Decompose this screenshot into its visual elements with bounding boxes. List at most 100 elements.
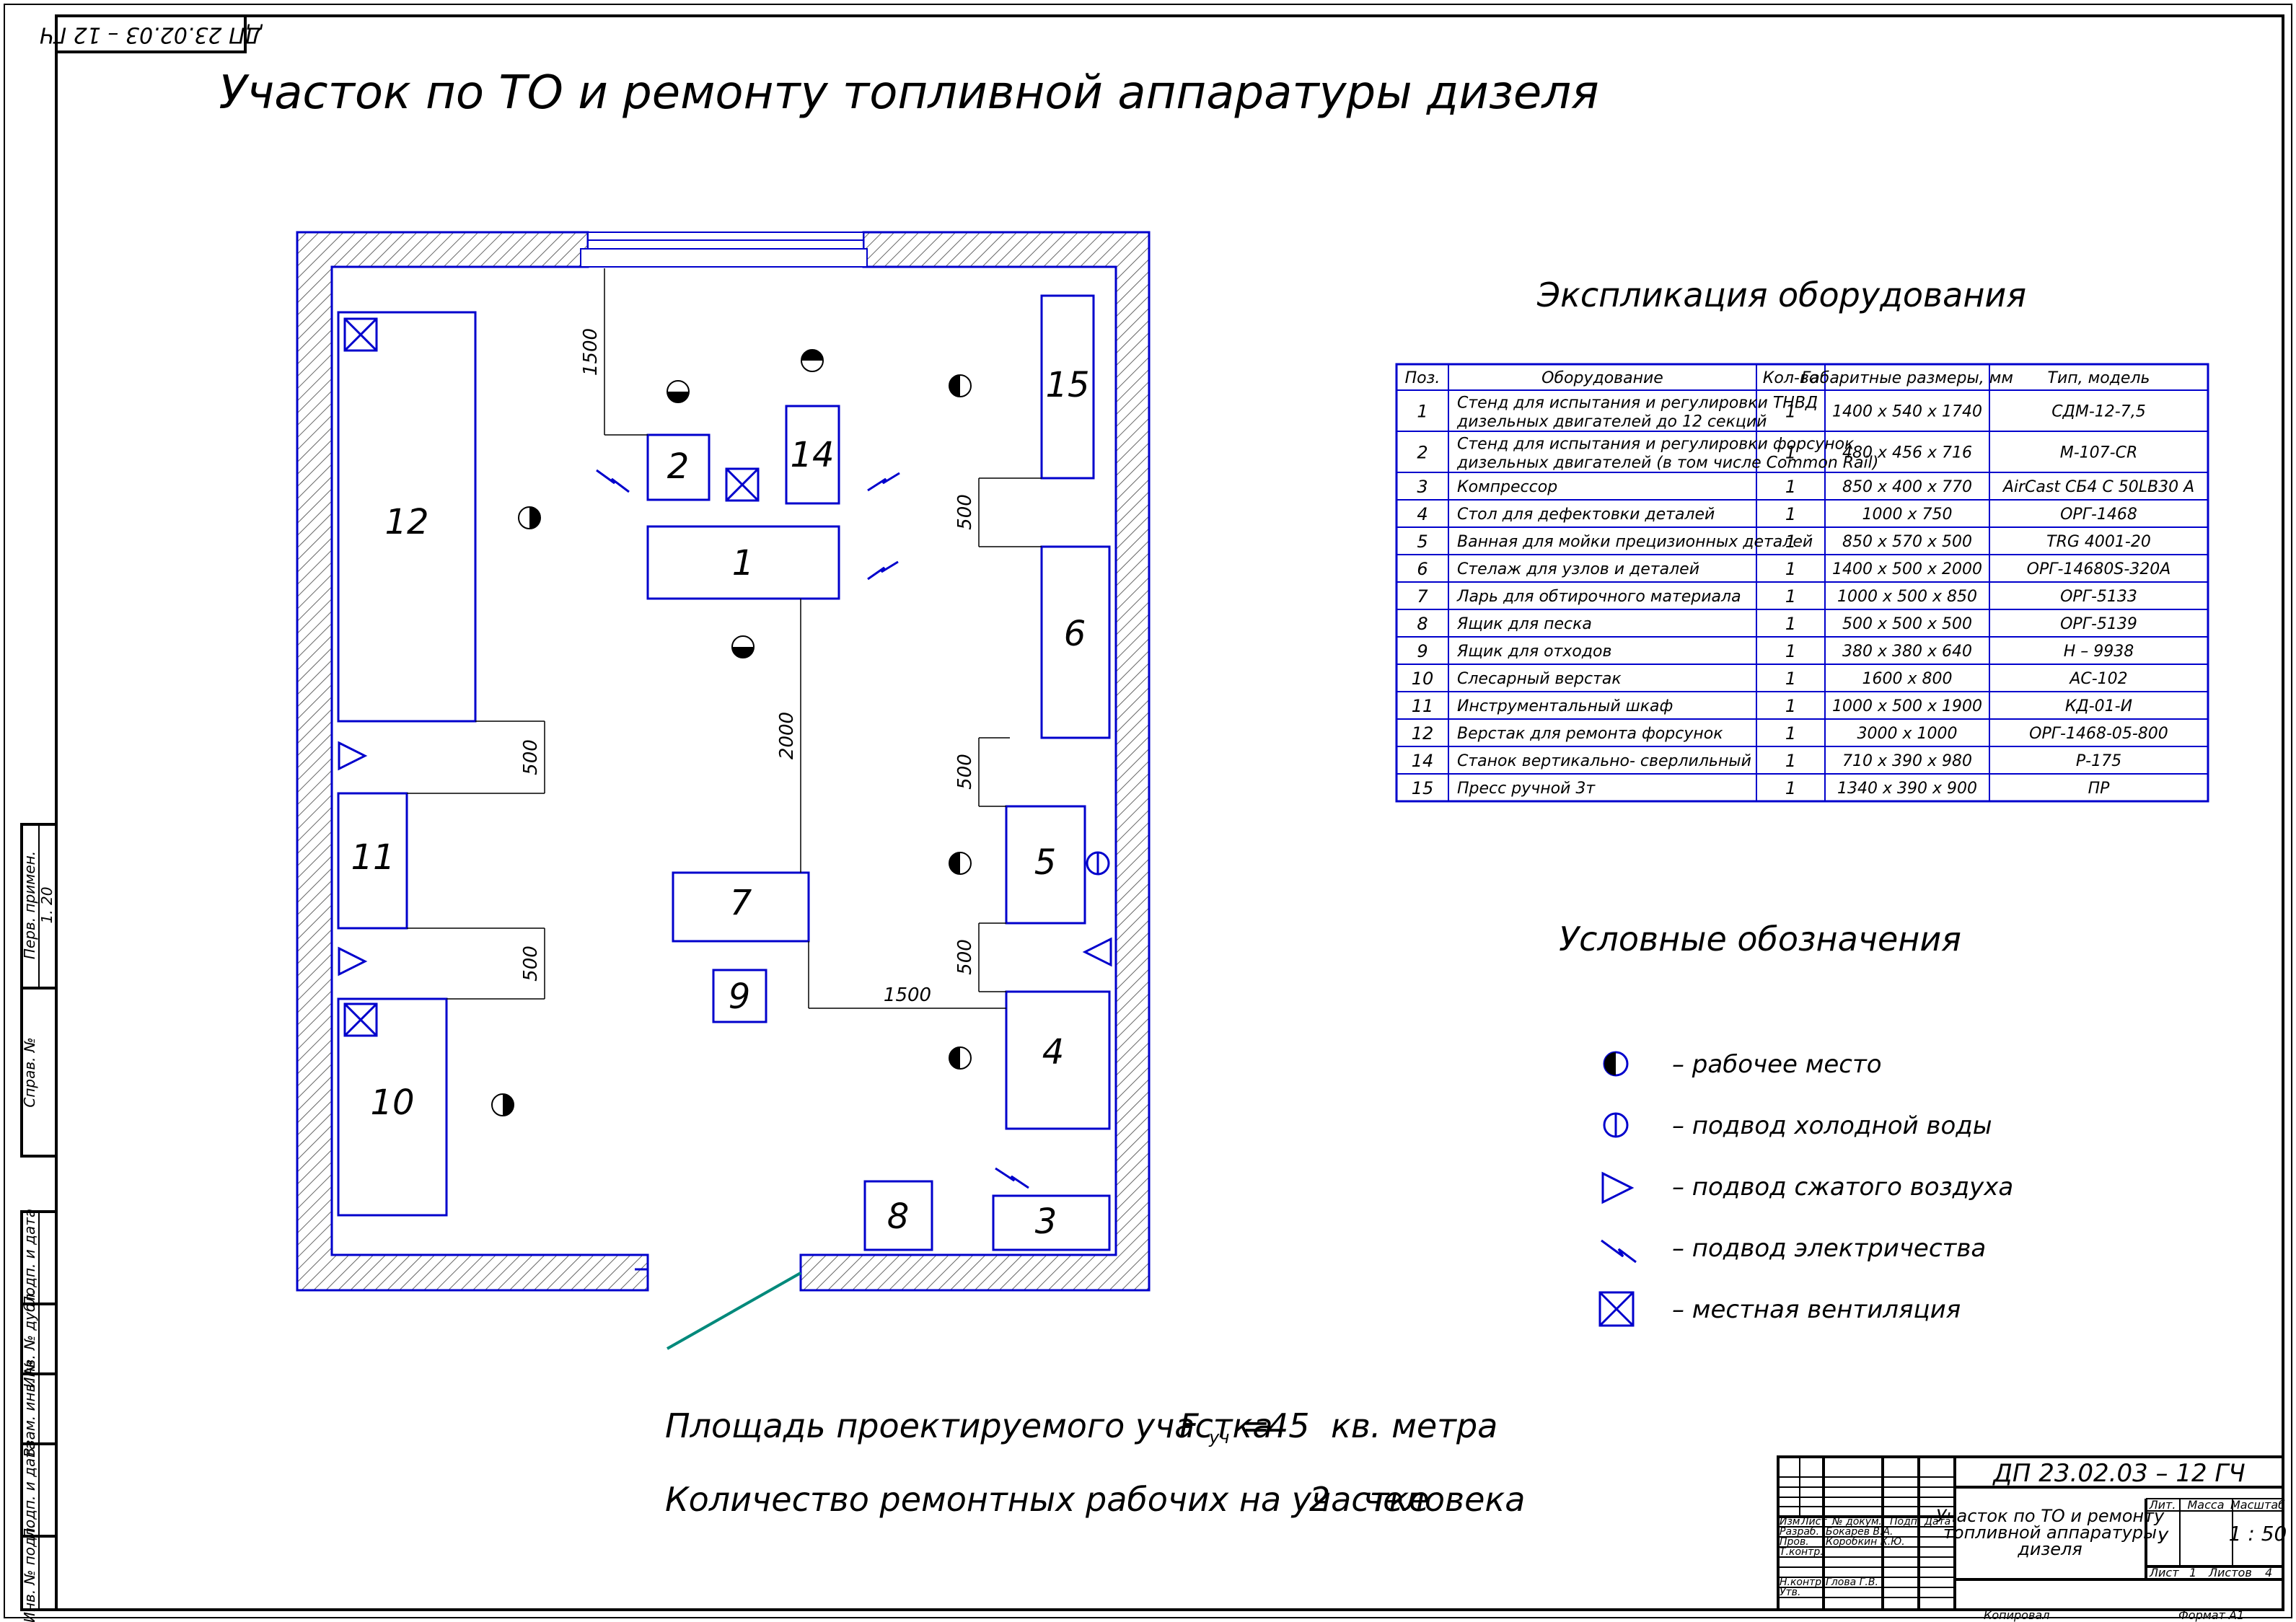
outer-trim-line [4, 4, 2292, 1618]
title-block-code: ДП 23.02.03 – 12 ГЧ [1992, 1459, 2245, 1488]
title-block-name-2: топливной аппаратуры [1943, 1522, 2157, 1543]
table-cell-name: Верстак для ремонта форсунок [1457, 725, 1723, 743]
table-cell-qty: 1 [1785, 614, 1796, 634]
compressed-air-icon [338, 741, 368, 771]
compressed-air-icon [1601, 1171, 1635, 1204]
dim-500-d: 500 [520, 739, 542, 775]
equipment-12-label: 12 [384, 502, 428, 542]
door-leaf [667, 1271, 801, 1350]
dimension-lines [407, 268, 1042, 1009]
equipment-9-label: 9 [729, 977, 751, 1017]
table-cell-pos: 6 [1417, 559, 1428, 579]
equipment-2-box [646, 433, 711, 501]
workplace-icon [949, 852, 972, 875]
table-header-cell: Габаритные размеры, мм [1801, 369, 2013, 387]
equipment-6-label: 6 [1064, 614, 1086, 654]
table-cell-pos: 15 [1412, 778, 1434, 798]
table-cell-model: TRG 4001-20 [2046, 533, 2151, 551]
name-prov: Коробкин К.Ю. [1826, 1536, 1905, 1548]
equipment-8-label: 8 [887, 1196, 910, 1237]
drawing-frame [55, 14, 2284, 1611]
table-cell-pos: 10 [1412, 669, 1434, 689]
side-perv-primen: Перв. примен. [21, 851, 38, 959]
table-cell-model: ОРГ-1468-05-800 [2029, 725, 2168, 743]
dim-500-c: 500 [954, 939, 976, 975]
table-cell-pos: 7 [1417, 586, 1428, 607]
table-cell-size: 500 х 500 х 500 [1842, 615, 1972, 633]
dim-500-b: 500 [954, 754, 976, 790]
equipment-9-box [712, 969, 767, 1023]
electricity-icon [596, 469, 630, 493]
table-cell-qty: 1 [1785, 586, 1796, 607]
table-cell-name: Ящик для отходов [1456, 643, 1611, 661]
workplace-icon [949, 1046, 972, 1070]
cold-water-icon [1086, 851, 1110, 876]
workplace-icon [491, 1093, 514, 1116]
equipment-12-box [337, 311, 477, 723]
table-cell-pos: 12 [1412, 723, 1434, 744]
equipment-8-box [863, 1180, 933, 1251]
ventilation-icon [725, 467, 760, 502]
table-cell-name: Ванная для мойки прецизионных деталей [1457, 533, 1813, 551]
equipment-3-label: 3 [1035, 1202, 1057, 1242]
equipment-4-box [1005, 990, 1111, 1130]
ventilation-icon [1598, 1291, 1635, 1327]
table-cell-model: Н – 9938 [2064, 643, 2134, 661]
workplace-icon [667, 380, 690, 403]
side-perv-value: 1. 20 [38, 887, 56, 924]
table-cell-size: 850 х 400 х 770 [1842, 478, 1972, 496]
table-cell-pos: 11 [1412, 696, 1434, 716]
sheet-title: Участок по ТО и ремонту топливной аппара… [219, 66, 1598, 120]
legend-electricity-text: – подвод электричества [1672, 1234, 1986, 1263]
sheet-label: Лист [2149, 1566, 2179, 1579]
table-cell-name: дизельных двигателей до 12 секций [1456, 413, 1767, 431]
table-cell-model: ПР [2088, 780, 2111, 798]
lit-value: У [2158, 1528, 2169, 1548]
table-cell-qty: 1 [1785, 559, 1796, 579]
explication: Экспликация оборудования Поз.Оборудовани… [1395, 276, 2209, 803]
top-stamp: ДП 23.02.03 – 12 ГЧ [40, 14, 263, 53]
mass-header: Масса [2187, 1498, 2224, 1512]
table-cell-name: Станок вертикально- сверлильный [1457, 752, 1751, 770]
table-cell-qty: 1 [1785, 402, 1796, 422]
table-cell-name: Слесарный верстак [1457, 670, 1622, 688]
table-cell-model: КД-01-И [2065, 697, 2132, 715]
table-cell-size: 480 х 456 х 716 [1842, 444, 1972, 462]
side-inv-dubl: Инв. № дубл. [21, 1290, 38, 1388]
explication-title: Экспликация оборудования [1536, 276, 2026, 314]
side-inv-podl: Инв. № подл. [21, 1523, 38, 1622]
table-cell-model: Р-175 [2076, 752, 2121, 770]
top-stamp-code: ДП 23.02.03 – 12 ГЧ [40, 22, 263, 48]
equipment-2-label: 2 [667, 446, 690, 487]
ventilation-icon [343, 1002, 378, 1037]
table-cell-model: ОРГ-5133 [2060, 588, 2137, 606]
table-cell-size: 1000 х 500 х 1900 [1832, 697, 1982, 715]
table-cell-model: М-107-CR [2060, 444, 2138, 462]
workplace-icon [731, 635, 755, 658]
building-walls [296, 231, 1151, 1292]
legend-ventilation-text: – местная вентиляция [1672, 1295, 1961, 1324]
table-cell-model: ОРГ-1468 [2060, 506, 2137, 524]
format-value: А1 [2228, 1608, 2244, 1622]
workplace-icon [949, 374, 972, 397]
table-cell-size: 1400 х 500 х 2000 [1832, 560, 1982, 578]
table-cell-qty: 1 [1785, 751, 1796, 771]
table-cell-qty: 1 [1785, 696, 1796, 716]
window [580, 232, 868, 268]
legend: Условные обозначения – рабочее место – п… [1559, 920, 2013, 1327]
table-cell-size: 1000 х 500 х 850 [1837, 588, 1977, 606]
lit-header: Лит. [2149, 1498, 2176, 1512]
ventilation-icon [343, 317, 378, 352]
table-cell-pos: 5 [1417, 532, 1428, 552]
table-cell-name: Ящик для песка [1456, 615, 1592, 633]
table-cell-model: СДМ-12-7,5 [2051, 403, 2145, 421]
equipment-5-box [1005, 805, 1086, 925]
equipment-14-box [785, 405, 840, 505]
table-cell-qty: 1 [1785, 669, 1796, 689]
table-cell-size: 710 х 390 х 980 [1842, 752, 1972, 770]
table-cell-qty: 1 [1785, 504, 1796, 524]
equipment-1-label: 1 [732, 543, 755, 583]
table-cell-model: AirCast СБ4 С 50LB30 А [2002, 478, 2194, 496]
dim-1500-vertical: 1500 [580, 328, 602, 376]
table-cell-name: дизельных двигателей (в том числе Common… [1456, 454, 1878, 472]
